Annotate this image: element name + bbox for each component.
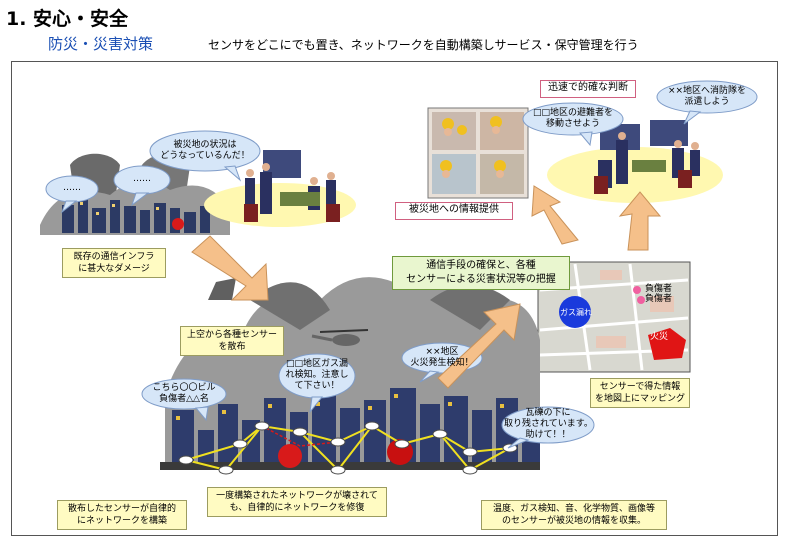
bubble-gas-leak: □□地区ガス漏 れ検知。注意し て下さい！: [282, 359, 352, 392]
bubble-text-line: 助けて！！: [525, 430, 571, 440]
box-text-line: センサーによる災害状況等の把握: [406, 274, 556, 285]
bubble-text-line: 派遣しよう: [684, 97, 730, 107]
box-text-line: 通信手段の確保と、各種: [426, 260, 536, 271]
bubble-injured: こちら〇〇ビル 負傷者△△名: [146, 383, 222, 405]
box-text-line: も、自律的にネットワークを修復: [229, 503, 365, 513]
box-text-line: センサーで得た情報: [599, 382, 681, 392]
arrow-to-info: [531, 185, 579, 245]
bubble-text-line: こちら〇〇ビル: [152, 383, 216, 393]
box-text-line: のセンサーが被災地の情報を収集。: [501, 516, 646, 526]
box-text-line: 一度構築されたネットワークが壊されて: [216, 491, 378, 501]
box-text-line: 既存の通信インフラ: [73, 252, 155, 262]
bubble-text-line: 火災発生検知！: [410, 358, 474, 368]
speech-bubble-evacuees: [522, 102, 624, 136]
box-text-line: を地図上にマッピング: [594, 394, 685, 404]
box-text-line: に甚大なダメージ: [78, 264, 150, 274]
arrow-to-judgment: [618, 191, 662, 251]
arrow-up-to-map: [437, 303, 521, 389]
bubble-text-line: 移動させよう: [545, 119, 600, 129]
bubble-text-line: 負傷者△△名: [159, 394, 209, 404]
sensor-nodes: [178, 421, 518, 475]
box-quick-judgment: 迅速で的確な判断: [540, 80, 636, 98]
box-sensor-scatter: 上空から各種センサー を散布: [180, 326, 284, 356]
section-description: センサをどこにでも置き、ネットワークを自動構築しサービス・保守管理を行う: [208, 38, 639, 52]
bubble-text-line: どうなっているんだ！: [160, 151, 250, 161]
map-injured-label-2: 負傷者: [645, 294, 673, 304]
bubble-dots-right: ……: [133, 174, 151, 184]
speech-bubble-trapped: [501, 406, 595, 444]
command-table: [280, 192, 320, 206]
box-map-mapping: センサーで得た情報 を地図上にマッピング: [590, 378, 690, 408]
bubble-text-line: ××地区へ消防隊を: [667, 86, 747, 96]
bubble-text-line: 瓦礫の下に: [525, 408, 571, 418]
map-injured-label: 負傷者: [645, 284, 673, 294]
section-subtitle: 防災・災害対策: [48, 35, 154, 53]
rescue-photo-collage: [427, 107, 529, 199]
box-text-line: を散布: [218, 342, 246, 352]
bubble-text-line: 取り残されています。: [504, 419, 593, 429]
helicopter: [311, 329, 369, 346]
speech-bubble-injured: [141, 378, 227, 410]
box-text-line: 散布したセンサーが自律的: [67, 504, 176, 514]
bubble-fire-brigade: ××地区へ消防隊を 派遣しよう: [657, 86, 757, 108]
bubble-text-line: □□地区ガス漏: [285, 359, 348, 369]
box-text-line: 温度、ガス検知、音、化学物質、画像等: [492, 504, 655, 514]
bubble-text-line: □□地区の避難者を: [532, 108, 613, 118]
box-text-line: にネットワークを構築: [76, 516, 167, 526]
box-infra-damage: 既存の通信インフラ に甚大なダメージ: [62, 248, 166, 278]
box-text-line: 上空から各種センサー: [186, 330, 277, 340]
bubble-disaster-status: 被災地の状況は どうなっているんだ！: [155, 140, 255, 162]
bubble-evacuees: □□地区の避難者を 移動させよう: [523, 108, 623, 130]
map-fire-label: 火災: [650, 332, 669, 342]
box-info-provide: 被災地への情報提供: [395, 202, 513, 220]
bubble-trapped: 瓦礫の下に 取り残されています。 助けて！！: [504, 408, 593, 441]
box-network-repair: 一度構築されたネットワークが壊されて も、自律的にネットワークを修復: [207, 487, 387, 517]
bubble-dots-left: ……: [63, 183, 81, 193]
arrow-down-to-city: [191, 235, 269, 301]
bubble-text-line: れ検知。注意し: [285, 370, 349, 380]
bubble-text-line: 被災地の状況は: [173, 140, 237, 150]
speech-bubble-fire-brigade: [656, 80, 758, 114]
page-title: 1. 安心・安全: [6, 8, 129, 30]
box-sensor-collect: 温度、ガス検知、音、化学物質、画像等 のセンサーが被災地の情報を収集。: [481, 500, 667, 530]
box-self-network: 散布したセンサーが自律的 にネットワークを構築: [57, 500, 187, 530]
bubble-text-line: て下さい！: [294, 381, 340, 391]
bubble-fire-detected: ××地区 火災発生検知！: [404, 347, 480, 369]
map-gas-label: ガス漏れ: [560, 308, 592, 317]
bubble-text-line: ××地区: [425, 347, 459, 357]
speech-bubble-status: [149, 130, 261, 172]
box-comm-secure: 通信手段の確保と、各種 センサーによる災害状況等の把握: [392, 256, 570, 290]
